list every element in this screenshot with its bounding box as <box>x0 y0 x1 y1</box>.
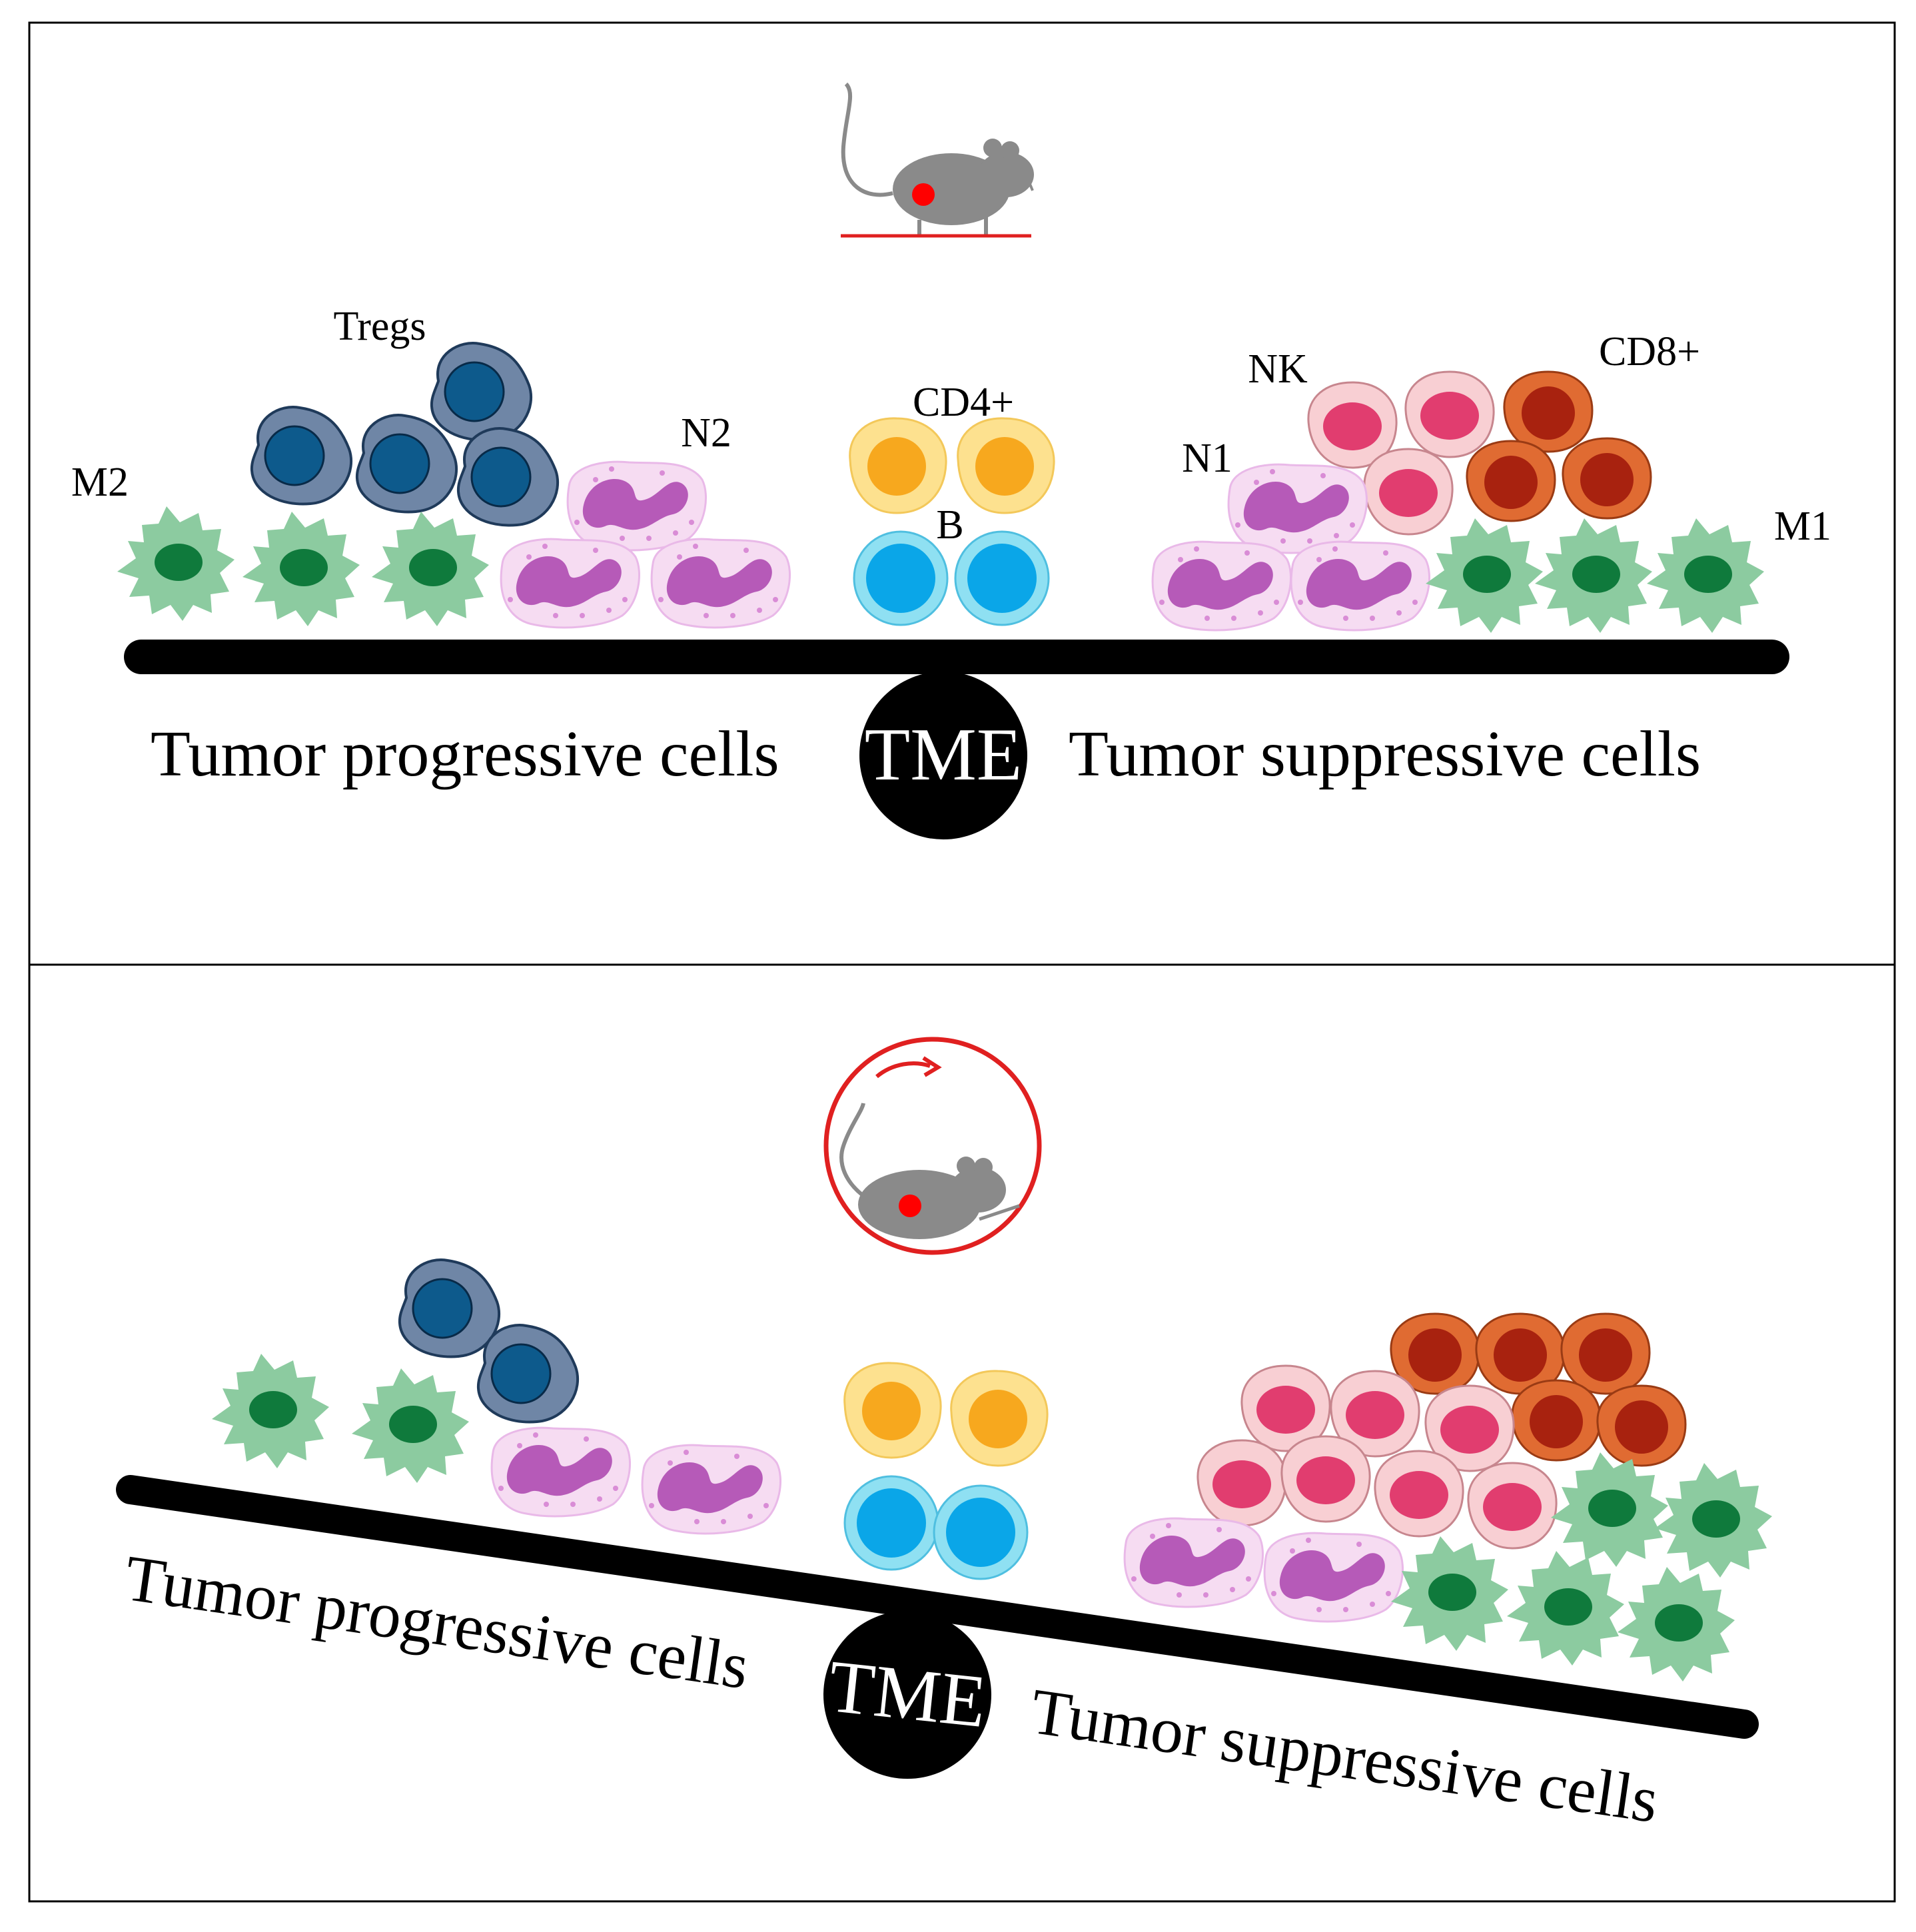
n2-neutrophil-cell <box>490 1426 632 1518</box>
balance-beam-tilted <box>116 1475 1759 1739</box>
m1-macrophage-cell <box>1507 1551 1624 1666</box>
cd4-cell <box>950 1370 1049 1467</box>
n1-neutrophil-cell <box>1263 1532 1404 1623</box>
n2-neutrophil-cell <box>641 1444 782 1535</box>
mouse-in-wheel-icon <box>823 1037 1042 1255</box>
mouse-with-tumor-icon <box>841 82 1034 238</box>
nk-cell <box>1197 1439 1287 1527</box>
b-cell <box>954 530 1050 626</box>
cd8-cell <box>1562 437 1652 520</box>
m2-label: M2 <box>71 460 129 505</box>
cd8-cell <box>1596 1384 1687 1467</box>
cd4-cell <box>957 417 1055 514</box>
tme-label: TME <box>825 1645 990 1743</box>
m2-macrophage-cell <box>212 1354 329 1468</box>
n2-neutrophil-cell <box>566 460 708 552</box>
treg-cell <box>398 1258 501 1358</box>
n1-neutrophil-cell <box>1290 540 1431 632</box>
m2-macrophage-cell <box>372 512 489 626</box>
cd4-cell <box>849 417 947 514</box>
cd8-label: CD8+ <box>1599 329 1700 374</box>
tme-fulcrum <box>823 1611 991 1779</box>
n2-neutrophil-cell <box>650 538 791 629</box>
m1-macrophage-cell <box>1655 1463 1772 1578</box>
figure-frame <box>28 21 1896 1903</box>
treg-cell <box>430 342 533 442</box>
treg-cell <box>476 1324 580 1424</box>
n1-neutrophil-cell <box>1151 540 1292 632</box>
n2-label: N2 <box>681 410 731 456</box>
m2-macrophage-cell <box>117 506 235 621</box>
nk-cell <box>1280 1435 1371 1523</box>
b-cell <box>933 1484 1029 1580</box>
m1-macrophage-cell <box>1391 1536 1508 1651</box>
m2-macrophage-cell <box>242 512 360 626</box>
n1-neutrophil-cell <box>1227 463 1368 554</box>
tme-fulcrum <box>859 672 1027 839</box>
cd4-cell <box>843 1362 942 1459</box>
nk-cell <box>1467 1462 1558 1550</box>
m1-macrophage-cell <box>1426 518 1543 633</box>
m1-macrophage-cell <box>1551 1452 1668 1567</box>
n1-neutrophil-cell <box>1123 1517 1264 1608</box>
tumor-progressive-caption: Tumor progressive cells <box>151 718 779 790</box>
tumor-suppressive-caption: Tumor suppressive cells <box>1069 718 1701 790</box>
tregs-label: Tregs <box>334 304 426 349</box>
n2-neutrophil-cell <box>500 538 641 629</box>
nk-label: NK <box>1248 346 1308 392</box>
bottom-panel: TME Tumor progressive cells Tumor suppre… <box>116 1037 1772 1837</box>
cd8-cell <box>1511 1379 1602 1462</box>
m2-macrophage-cell <box>352 1368 469 1483</box>
m1-macrophage-cell <box>1535 518 1652 633</box>
treg-cell <box>456 427 560 527</box>
n1-label: N1 <box>1182 436 1232 481</box>
cd8-cell <box>1503 370 1594 453</box>
m1-macrophage-cell <box>1647 518 1764 633</box>
top-panel: TME Tregs M2 N2 CD4+ B NK N1 CD8+ M1 Tum… <box>71 82 1831 839</box>
b-cell <box>843 1475 939 1571</box>
m1-label: M1 <box>1774 504 1831 549</box>
cd8-cell <box>1466 440 1556 522</box>
cd4-label: CD4+ <box>913 380 1014 425</box>
nk-cell <box>1404 370 1495 458</box>
nk-cell <box>1374 1450 1464 1538</box>
m1-macrophage-cell <box>1618 1567 1735 1682</box>
cd8-cell <box>1560 1312 1651 1395</box>
b-label: B <box>936 502 963 548</box>
nk-cell <box>1363 448 1454 536</box>
treg-cell <box>250 406 353 506</box>
b-cell <box>853 530 949 626</box>
treg-cell <box>355 414 458 514</box>
tme-label: TME <box>865 714 1022 796</box>
